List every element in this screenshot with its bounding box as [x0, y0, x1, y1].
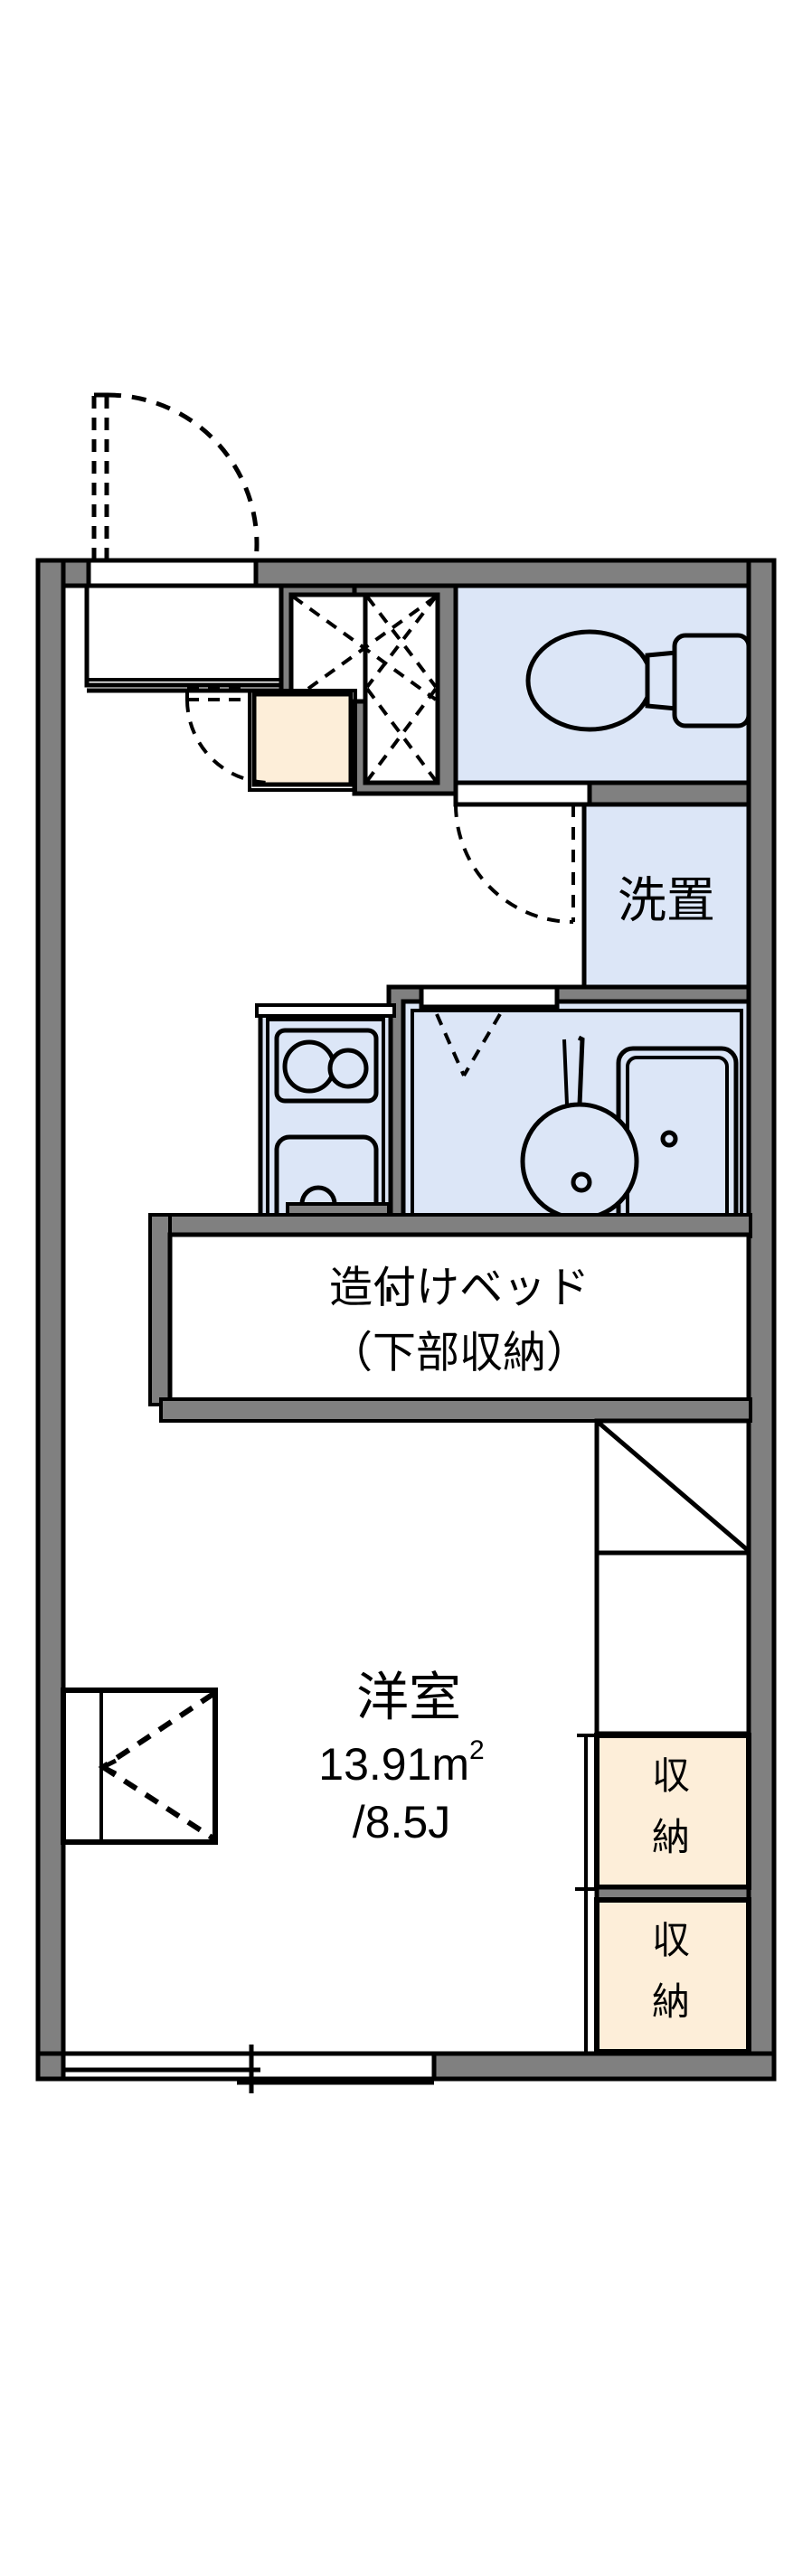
burner-small-icon	[327, 1048, 369, 1089]
loft-void-area	[594, 1418, 751, 1736]
main-room-name: 洋室	[356, 1668, 461, 1726]
washer-space-label: 洗置	[618, 873, 715, 927]
closet-doors[interactable]	[575, 1734, 599, 2054]
balcony-window[interactable]	[61, 2045, 437, 2093]
bed-bottom-wall	[159, 1397, 752, 1423]
entry-closet-door[interactable]	[185, 687, 271, 785]
entry-closet	[279, 583, 458, 796]
closet-lower-label-line1: 収	[652, 1919, 690, 1961]
toilet-door-opening	[453, 780, 592, 807]
toilet-wall-segment	[587, 780, 751, 807]
main-room-area-value: 13.91m	[318, 1739, 469, 1790]
bath-door-opening[interactable]	[419, 984, 560, 1010]
side-window[interactable]	[61, 1688, 218, 1845]
closet-lower	[594, 1897, 751, 2054]
main-room-jo-value: /8.5J	[353, 1797, 450, 1847]
entry-closet-cabinet	[248, 689, 357, 792]
bathtub-fixture	[616, 1046, 739, 1254]
closet-upper-label-line1: 収	[652, 1754, 690, 1797]
outer-walls	[35, 558, 777, 2082]
closet-lower-label-line2: 納	[652, 1980, 690, 2023]
main-room-area: 13.91m2 /8.5J	[318, 1735, 484, 1847]
shoe-box	[84, 583, 284, 688]
built-in-bed-label-line2: （下部収納）	[329, 1330, 590, 1377]
washer-space	[581, 802, 751, 997]
closet-upper-label-line2: 納	[652, 1816, 690, 1858]
main-room-area-sup: 2	[469, 1735, 485, 1765]
burner-large-icon	[282, 1039, 336, 1094]
toilet-fixture	[525, 629, 751, 732]
built-in-bed-area	[148, 1202, 752, 1406]
built-in-bed-label-line1: 造付けベッド	[329, 1264, 590, 1312]
bath-door-swing	[435, 1012, 502, 1077]
svg-text:13.91m2: 13.91m2	[318, 1735, 484, 1790]
